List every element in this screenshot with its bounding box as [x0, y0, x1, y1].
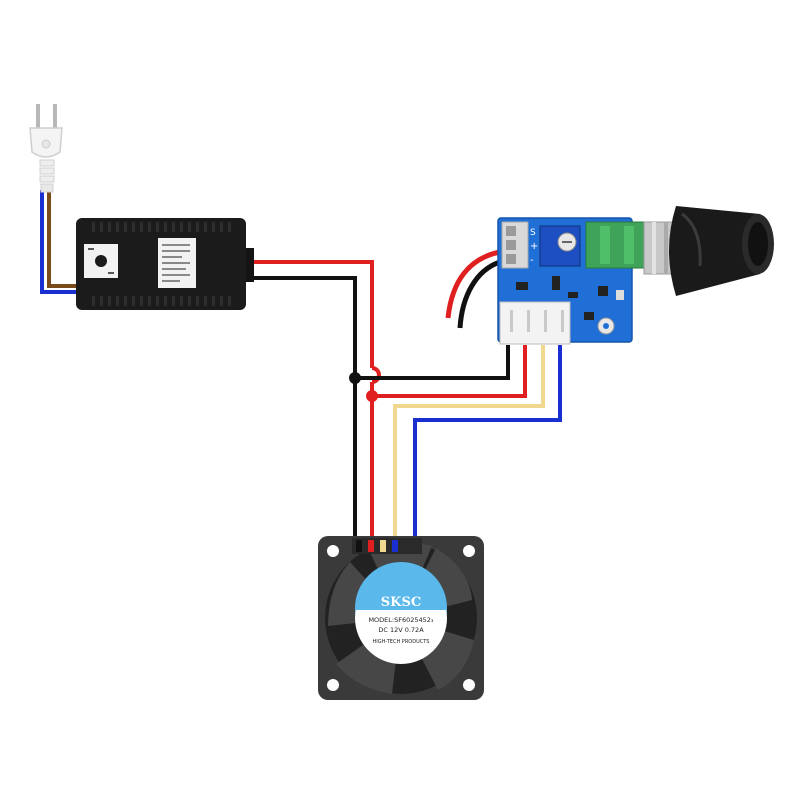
pin-label-s: S [530, 228, 536, 238]
black-junction-dot [349, 372, 361, 384]
fan-rating: DC 12V 0.72A [378, 626, 424, 634]
mains-plug [29, 104, 63, 193]
fan-maker: HIGH-TECH PRODUCTS [373, 639, 430, 645]
black-wire-to-controller [355, 345, 510, 380]
controller-input-black-lead [457, 259, 501, 329]
cooling-fan: SKSC MODEL:SF6025452₃ DC 12V 0.72A HIGH-… [318, 536, 484, 700]
red-junction-dot [366, 390, 378, 402]
mains-wire-blue [40, 190, 78, 294]
blue-wire [413, 345, 562, 540]
pin-label-minus: - [530, 255, 534, 266]
pin-label-plus: + [530, 241, 538, 252]
yellow-wire [393, 345, 545, 540]
fan-model: MODEL:SF6025452₃ [368, 616, 433, 624]
fan-lead-sleeve [352, 538, 422, 554]
adapter-red-wire [245, 260, 374, 368]
power-adapter [76, 218, 254, 310]
wire-crossover-hop [371, 366, 381, 384]
controller-input-red-lead [445, 249, 501, 319]
fan-brand: SKSC [381, 595, 421, 610]
mains-wire-brown [47, 190, 78, 288]
pwm-controller: S + - [497, 206, 774, 345]
terminal-block [585, 221, 645, 269]
adapter-black-wire [245, 276, 357, 540]
red-wire-to-controller [372, 345, 527, 398]
wires [40, 190, 562, 540]
